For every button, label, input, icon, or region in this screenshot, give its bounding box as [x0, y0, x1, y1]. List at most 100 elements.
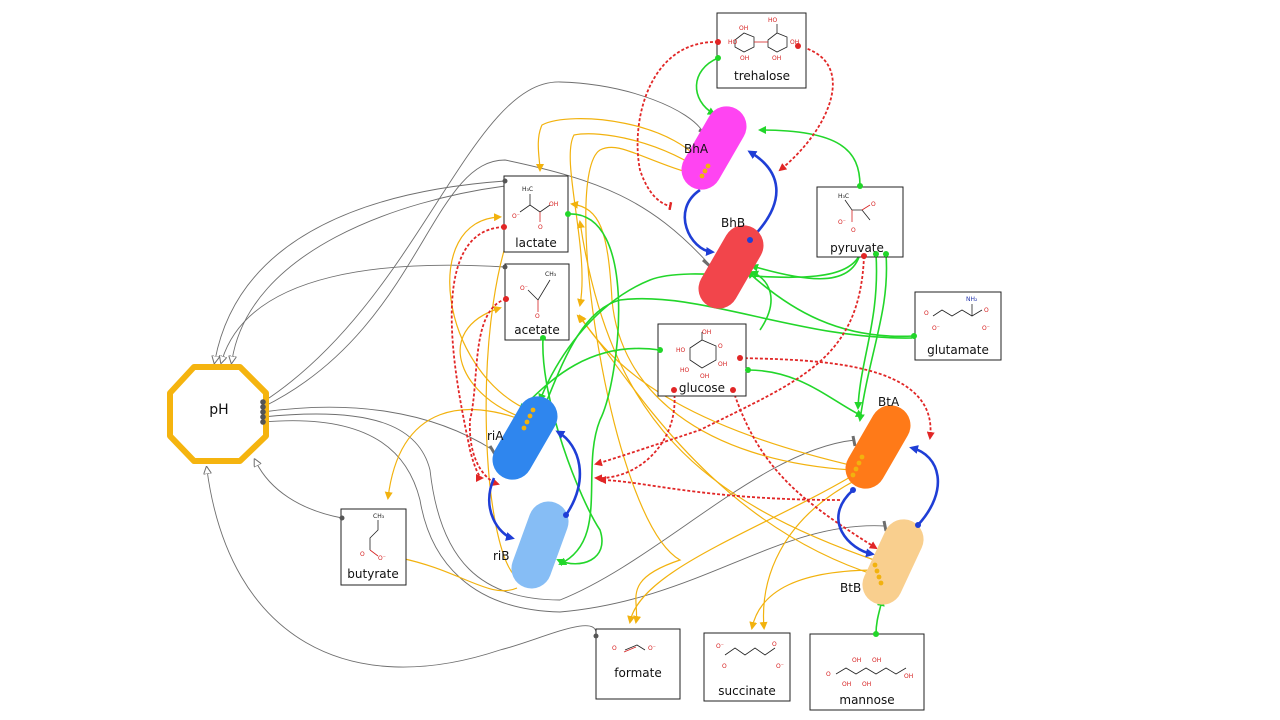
svg-text:O: O — [612, 645, 617, 652]
bta-to-btb-arrow — [837, 489, 875, 558]
svg-text:OH: OH — [872, 657, 881, 664]
svg-text:OH: OH — [772, 55, 781, 62]
glutamate-label: glutamate — [927, 343, 989, 357]
svg-text:OH: OH — [852, 657, 861, 664]
bta-to-rib-dashed — [598, 476, 841, 501]
bacterium-btb[interactable]: BtB — [840, 513, 930, 611]
svg-text:OH: OH — [790, 39, 799, 46]
mannose-to-btb-arrow — [875, 598, 885, 635]
glucose-structure-icon: OH HO HO OH OH O — [676, 329, 727, 380]
svg-text:HO: HO — [680, 367, 690, 374]
acetate-label: acetate — [514, 323, 559, 337]
glucose-to-bta-arrow — [747, 369, 864, 417]
bacterium-bta[interactable]: BtA — [838, 395, 918, 496]
svg-text:CH₃: CH₃ — [373, 513, 385, 520]
metabolite-glutamate[interactable]: NH₂ O O⁻ O O⁻ glutamate — [914, 291, 1002, 361]
formate-label: formate — [614, 666, 661, 680]
metabolite-acetate[interactable]: O⁻ CH₃ O acetate — [504, 263, 570, 341]
svg-text:O: O — [538, 224, 543, 231]
bha-to-acetate-arrow — [569, 133, 711, 307]
pyruvate-label: pyruvate — [830, 241, 884, 255]
svg-text:HO: HO — [768, 17, 778, 24]
svg-text:O: O — [851, 227, 856, 234]
bta-inhibit-bar — [851, 435, 857, 447]
svg-text:H₃C: H₃C — [522, 186, 533, 193]
glucose-to-bhb-arrow — [750, 270, 772, 331]
svg-text:OH: OH — [862, 681, 871, 688]
svg-text:O: O — [718, 343, 723, 350]
svg-text:OH: OH — [549, 201, 558, 208]
pyruvate-to-bta-arrow — [854, 253, 878, 410]
inhibition-arrows — [450, 41, 935, 550]
pyruvate-to-bhb-arrow — [750, 253, 861, 280]
metabolite-glucose[interactable]: OH HO HO OH OH O glucose — [657, 323, 747, 397]
svg-text:O⁻: O⁻ — [520, 285, 528, 292]
lactate-to-ph-link — [215, 180, 506, 360]
svg-text:O: O — [360, 551, 365, 558]
rib-to-ria-arrow — [555, 430, 582, 516]
bacterium-bhb[interactable]: BhB — [691, 216, 771, 316]
glutamate-to-bhb-arrow — [746, 270, 915, 338]
trehalose-to-bhb-inhibit — [636, 41, 719, 211]
acetate-structure-icon: O⁻ CH₃ O — [520, 271, 557, 320]
btb-label: BtB — [840, 581, 861, 595]
glutamate-structure-icon: NH₂ O O⁻ O O⁻ — [924, 296, 990, 332]
lactate-to-ph-link-2 — [232, 185, 506, 360]
ria-to-rib-arrow — [487, 477, 515, 541]
pyruvate-to-btb-arrow — [856, 253, 888, 422]
metabolite-lactate[interactable]: H₃C OH O⁻ O lactate — [503, 175, 569, 253]
svg-text:O⁻: O⁻ — [838, 219, 846, 226]
bta-body — [845, 405, 911, 489]
svg-text:HO: HO — [676, 347, 686, 354]
mannose-structure-icon: O OH OH OH OH OH — [826, 657, 913, 688]
ph-to-bha-link — [262, 81, 704, 403]
ph-to-bta-link — [262, 413, 856, 601]
glutamate-to-ria-arrow — [543, 297, 913, 407]
bta-to-formate-arrow — [627, 475, 853, 624]
ph-to-btb-link — [262, 420, 886, 613]
metabolite-formate[interactable]: O O⁻ formate — [595, 628, 681, 700]
svg-text:OH: OH — [904, 673, 913, 680]
ria-to-lactate-arrow — [449, 213, 529, 411]
svg-text:OH: OH — [739, 25, 748, 32]
consumption-arrows — [518, 57, 915, 635]
formate-to-ph-link — [207, 470, 597, 668]
metabolite-pyruvate[interactable]: H₃C O O⁻ O pyruvate — [816, 186, 904, 258]
svg-text:NH₂: NH₂ — [966, 296, 978, 303]
bacterium-ria[interactable]: riA — [485, 389, 565, 487]
bacterium-bha[interactable]: BhA — [674, 99, 754, 197]
rib-label: riB — [493, 549, 510, 563]
metabolite-butyrate[interactable]: CH₃ O O⁻ butyrate — [340, 508, 407, 586]
rib-to-butyrate-arrow — [398, 555, 518, 592]
svg-text:O: O — [871, 201, 876, 208]
pyruvate-to-ria-arrow — [538, 253, 861, 402]
svg-text:H₃C: H₃C — [838, 193, 849, 200]
metabolite-mannose[interactable]: O OH OH OH OH OH mannose — [809, 633, 925, 711]
mannose-label: mannose — [839, 693, 894, 707]
btb-inhibit-bar — [882, 520, 888, 532]
svg-text:OH: OH — [718, 361, 727, 368]
bha-to-lactate-arrow — [535, 118, 709, 173]
bhb-to-bha-arrow — [747, 150, 778, 241]
bha-to-formate-arrow — [585, 146, 713, 624]
ria-body — [492, 396, 558, 480]
bacterium-rib[interactable]: riB — [493, 496, 574, 594]
bha-label: BhA — [684, 142, 709, 156]
ph-node: pH — [167, 364, 269, 464]
ph-output-dots — [260, 399, 266, 425]
bha-to-bhb-arrow — [683, 188, 715, 256]
succinate-label: succinate — [718, 684, 775, 698]
svg-text:OH: OH — [700, 373, 709, 380]
trehalose-to-bha-arrow — [695, 57, 719, 116]
metabolite-succinate[interactable]: O⁻ O O O⁻ succinate — [703, 632, 791, 702]
svg-text:O⁻: O⁻ — [512, 213, 520, 220]
butyrate-to-ph-link — [256, 462, 343, 519]
svg-text:O⁻: O⁻ — [378, 555, 386, 562]
svg-text:O⁻: O⁻ — [776, 663, 784, 670]
svg-text:O: O — [924, 310, 929, 317]
btb-to-lactate-arrow — [576, 220, 881, 563]
pyruvate-structure-icon: H₃C O O⁻ O — [838, 193, 876, 234]
